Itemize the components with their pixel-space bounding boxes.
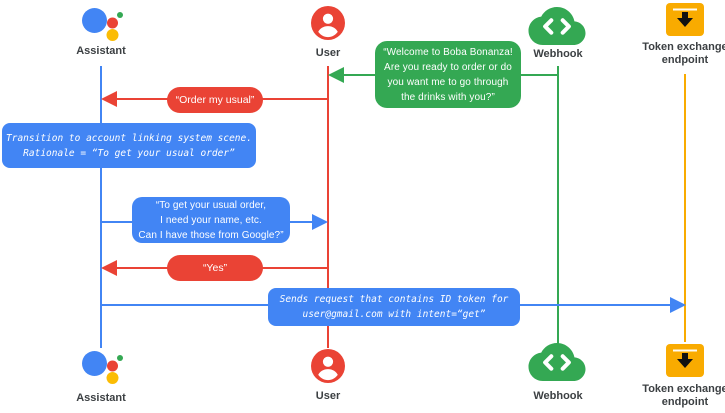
ask-google-arrowhead — [312, 214, 328, 230]
token-exchange-endpoint-icon — [666, 344, 704, 377]
transition-system-note: Transition to account linking system sce… — [2, 123, 256, 168]
actor-label-webhook-top: Webhook — [533, 48, 583, 60]
yes-speech-bubble: “Yes” — [167, 255, 263, 281]
google-assistant-icon — [82, 8, 123, 41]
actor-label-assistant-top: Assistant — [76, 45, 126, 57]
token-request-arrowhead — [670, 297, 686, 313]
token-endpoint-lifeline — [684, 74, 686, 342]
user-lifeline — [327, 66, 329, 348]
token-request-note: Sends request that contains ID token for… — [268, 288, 520, 326]
webhook-cloud-icon — [528, 7, 586, 45]
ask-google-speech-bubble: “To get your usual order, I need your na… — [132, 197, 290, 243]
actor-label-token-endpoint-bottom: Token exchange endpoint — [642, 383, 725, 408]
user-icon — [311, 349, 345, 383]
yes-arrowhead — [101, 260, 117, 276]
assistant-lifeline — [100, 66, 102, 348]
welcome-arrowhead — [328, 67, 344, 83]
webhook-lifeline — [557, 66, 559, 348]
actor-label-webhook-bottom: Webhook — [533, 390, 583, 402]
user-icon — [311, 6, 345, 40]
actor-label-token-endpoint-top: Token exchange endpoint — [642, 41, 725, 66]
google-assistant-icon — [82, 351, 123, 384]
token-exchange-endpoint-icon — [666, 3, 704, 36]
webhook-cloud-icon — [528, 343, 586, 381]
order-arrowhead — [101, 91, 117, 107]
order-speech-bubble: “Order my usual” — [167, 87, 263, 113]
actor-label-user-top: User — [315, 47, 341, 59]
actor-label-user-bottom: User — [315, 390, 341, 402]
actor-label-assistant-bottom: Assistant — [76, 392, 126, 404]
welcome-speech-bubble: “Welcome to Boba Bonanza! Are you ready … — [375, 41, 521, 108]
